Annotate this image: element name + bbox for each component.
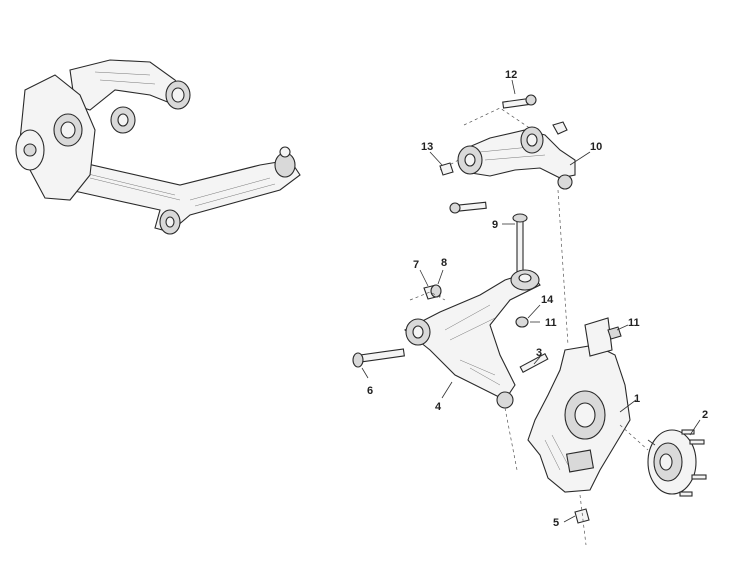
callout-10: 10 (590, 141, 602, 153)
callout-1: 1 (634, 393, 640, 405)
callout-11-knuckle: 11 (628, 317, 640, 329)
callout-7: 7 (413, 259, 419, 271)
callout-4: 4 (435, 401, 442, 413)
callout-8: 8 (441, 257, 447, 269)
assembled-suspension-view (15, 59, 301, 235)
callout-2: 2 (702, 409, 708, 421)
callout-12: 12 (505, 69, 517, 81)
callout-labels: 1 2 3 4 5 6 7 8 9 10 11 11 12 13 14 (367, 69, 708, 529)
knuckle-hub-group (527, 317, 707, 546)
callout-13: 13 (421, 141, 433, 153)
callout-5: 5 (553, 517, 559, 529)
callout-9: 9 (492, 219, 498, 231)
callout-14: 14 (541, 294, 554, 306)
callout-6: 6 (367, 385, 373, 397)
upper-control-arm-group (429, 79, 591, 346)
callout-11-lower-arm: 11 (545, 317, 557, 329)
lower-control-arm-group (352, 213, 549, 471)
callout-3: 3 (536, 347, 542, 359)
